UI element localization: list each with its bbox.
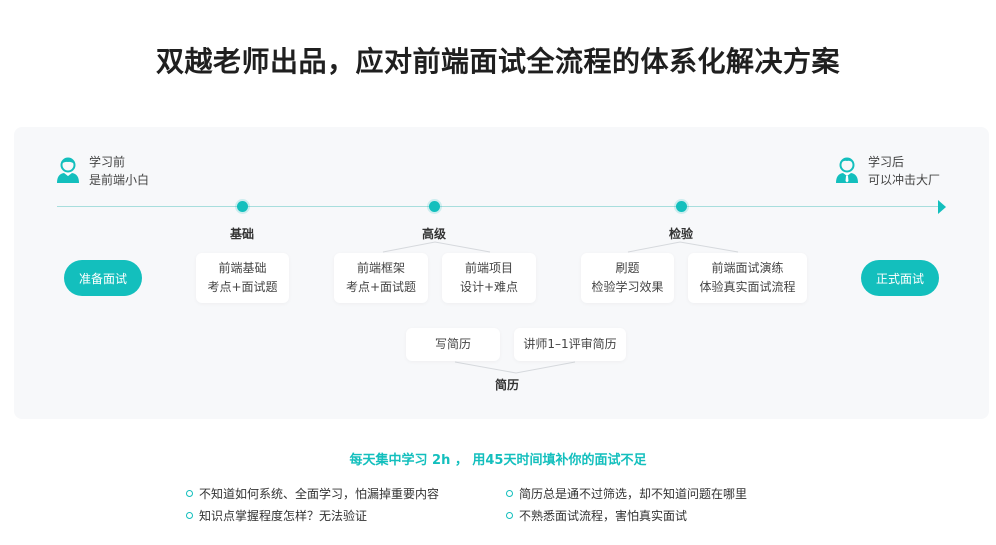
circle-bullet-icon (186, 489, 193, 497)
card-title: 讲师1–1评审简历 (523, 337, 617, 351)
persona-before: 学习前 是前端小白 (56, 153, 149, 189)
persona-after-line1: 学习后 (868, 155, 905, 169)
circle-bullet-icon (186, 511, 193, 519)
card-subtitle: 考点+面试题 (345, 280, 417, 294)
persona-after: 学习后 可以冲击大厂 (835, 153, 940, 189)
pain-point-item: 简历总是通不过筛选，却不知道问题在哪里 (506, 482, 747, 504)
card-mock-interview[interactable]: 前端面试演练 体验真实面试流程 (688, 253, 807, 303)
persona-after-line2: 可以冲击大厂 (868, 173, 941, 187)
stage-label-advanced: 高级 (421, 227, 446, 241)
pain-points-left: 不知道如何系统、全面学习，怕漏掉重要内容 知识点掌握程度怎样？无法验证 (186, 482, 439, 526)
connector-verify (627, 241, 739, 253)
pain-point-item: 不知道如何系统、全面学习，怕漏掉重要内容 (186, 482, 439, 504)
card-title: 前端项目 (464, 261, 513, 275)
card-subtitle: 体验真实面试流程 (699, 280, 796, 294)
user-tie-icon (836, 157, 858, 183)
timeline-line (57, 206, 939, 207)
card-frontend-basics[interactable]: 前端基础 考点+面试题 (196, 253, 289, 303)
formal-interview-button[interactable]: 正式面试 (861, 260, 939, 296)
persona-before-line1: 学习前 (89, 155, 126, 169)
card-title: 前端面试演练 (711, 261, 784, 275)
circle-bullet-icon (506, 489, 513, 497)
connector-advanced (382, 241, 491, 253)
persona-before-line2: 是前端小白 (89, 173, 150, 187)
stage-label-basic: 基础 (229, 227, 254, 241)
connector-resume (454, 361, 576, 374)
card-resume-review[interactable]: 讲师1–1评审简历 (514, 328, 626, 361)
card-frontend-project[interactable]: 前端项目 设计+难点 (442, 253, 536, 303)
timeline-dot-basic (237, 201, 248, 212)
pain-point-item: 不熟悉面试流程，害怕真实面试 (506, 504, 747, 526)
card-title: 写简历 (434, 337, 471, 351)
card-title: 前端框架 (356, 261, 405, 275)
card-subtitle: 设计+难点 (459, 280, 519, 294)
stage-label-verify: 检验 (668, 227, 693, 241)
card-subtitle: 考点+面试题 (207, 280, 278, 294)
pain-point-item: 知识点掌握程度怎样？无法验证 (186, 504, 439, 526)
card-title: 前端基础 (218, 261, 267, 275)
stage-label-resume: 简历 (494, 378, 519, 392)
timeline-arrow-icon (938, 200, 946, 214)
pain-points-right: 简历总是通不过筛选，却不知道问题在哪里 不熟悉面试流程，害怕真实面试 (506, 482, 747, 526)
start-interview-button[interactable]: 准备面试 (64, 260, 142, 296)
user-icon (57, 157, 79, 183)
card-title: 刷题 (615, 261, 640, 275)
timeline-dot-advanced (429, 201, 440, 212)
card-subtitle: 检验学习效果 (591, 280, 664, 294)
slogan: 每天集中学习 2h ， 用45天时间填补你的面试不足 (349, 453, 647, 468)
page-title: 双越老师出品，应对前端面试全流程的体系化解决方案 (155, 45, 840, 78)
timeline-dot-verify (676, 201, 687, 212)
card-practice-questions[interactable]: 刷题 检验学习效果 (581, 253, 674, 303)
circle-bullet-icon (506, 511, 513, 519)
card-write-resume[interactable]: 写简历 (406, 328, 500, 361)
card-frontend-framework[interactable]: 前端框架 考点+面试题 (334, 253, 428, 303)
